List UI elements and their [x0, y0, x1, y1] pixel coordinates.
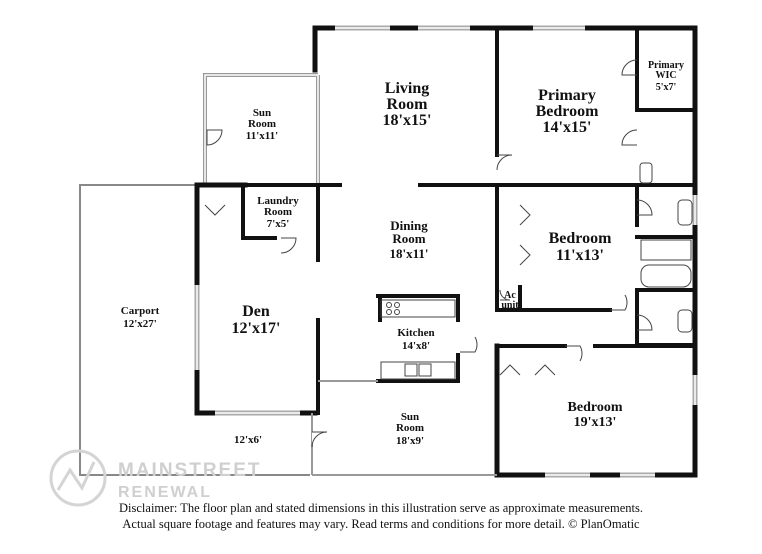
watermark-line2: RENEWAL — [118, 484, 212, 501]
disclaimer-line2: Actual square footage and features may v… — [122, 517, 640, 531]
bedroom-mid-label: Bedroom — [549, 230, 612, 247]
sun-room-top-dim: 11'x11' — [246, 130, 278, 142]
bedroom-bottom-dim: 19'x13' — [574, 415, 617, 430]
den-dim: 12'x17' — [232, 320, 281, 337]
den-label: Den — [242, 303, 270, 320]
kitchen-dim: 14'x8' — [402, 340, 430, 352]
carport-outline — [79, 184, 310, 476]
kitchen-label: Kitchen — [397, 327, 434, 339]
bath-fixtures — [639, 162, 693, 333]
dining-room-dim: 18'x11' — [389, 246, 428, 261]
sun-room-bottom-dim: 18'x9' — [396, 435, 424, 447]
bedroom-bottom-label: Bedroom — [568, 400, 623, 415]
living-room-dim: 18'x15' — [383, 112, 432, 129]
primary-bedroom-dim: 14'x15' — [543, 119, 592, 136]
primary-wic-dim: 5'x7' — [656, 82, 677, 93]
disclaimer-line1: Disclaimer: The floor plan and stated di… — [119, 501, 643, 515]
kitchen-counters — [380, 299, 456, 380]
watermark-logo — [49, 449, 107, 507]
laundry-room-dim: 7'x5' — [267, 218, 290, 230]
carport-dim: 12'x27' — [123, 318, 157, 330]
interior-walls — [241, 26, 697, 415]
porch-dim: 12'x6' — [234, 434, 262, 446]
doors — [204, 59, 653, 448]
bedroom-mid-dim: 11'x13' — [556, 247, 604, 264]
carport-label: Carport — [121, 305, 160, 317]
watermark-line1: MAINSTREET — [118, 460, 262, 481]
